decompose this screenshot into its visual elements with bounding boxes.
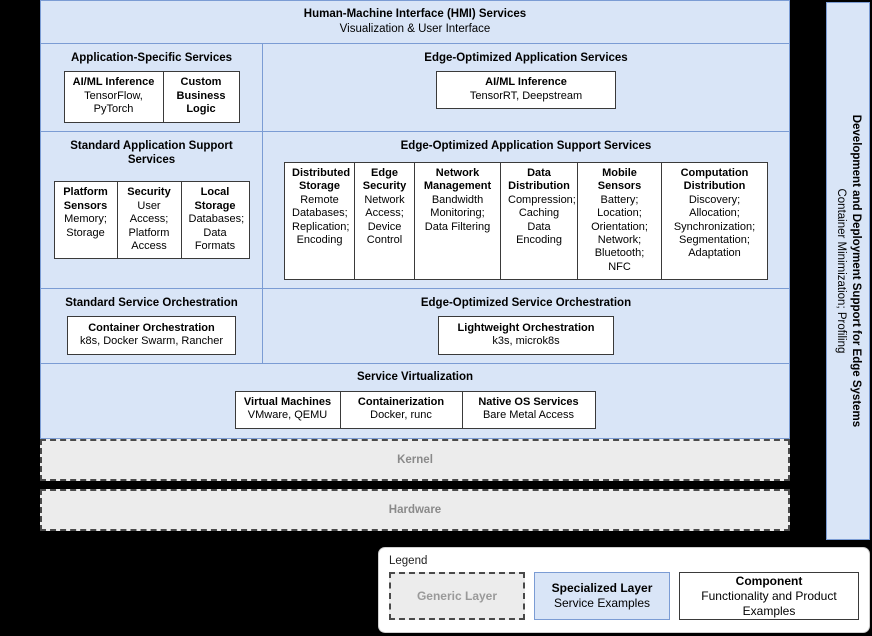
component-data-distribution: Data Distribution Compression; Caching D…	[500, 162, 577, 280]
service-virtualization-title: Service Virtualization	[356, 371, 474, 384]
component-name: Computation Distribution	[680, 166, 749, 193]
sidebar-subtitle: Container Minimization; Profiling	[835, 188, 848, 354]
component-mobile-sensors: Mobile Sensors Battery; Location; Orient…	[577, 162, 661, 280]
component-name: Distributed Storage	[292, 166, 351, 193]
component-desc: Bare Metal Access	[482, 409, 575, 422]
layer-kernel: Kernel	[40, 438, 790, 481]
column-edge-service-orchestration: Edge-Optimized Service Orchestration Lig…	[263, 289, 789, 363]
component-aiml-inference-standard: AI/ML Inference TensorFlow, PyTorch	[64, 72, 163, 122]
application-specific-services-title: Application-Specific Services	[70, 52, 233, 64]
component-platform-sensors: Platform Sensors Memory; Storage	[54, 182, 117, 259]
standard-application-support-title: Standard Application Support Services	[70, 139, 233, 166]
column-edge-optimized-application-services: Edge-Optimized Application Services AI/M…	[263, 44, 789, 131]
component-custom-business-logic: Custom Business Logic	[162, 72, 239, 122]
column-edge-application-support: Edge-Optimized Application Support Servi…	[263, 132, 789, 289]
legend-generic-name: Generic Layer	[416, 589, 498, 603]
layer-service-orchestration: Standard Service Orchestration Container…	[40, 289, 790, 365]
column-standard-application-support: Standard Application Support Services Pl…	[41, 131, 263, 289]
component-distributed-storage: Distributed Storage Remote Databases; Re…	[285, 162, 354, 280]
legend: Legend Generic Layer Specialized Layer S…	[378, 547, 870, 633]
component-desc: Bandwidth Monitoring; Data Filtering	[424, 193, 491, 233]
component-group-standard-support: Platform Sensors Memory; Storage Securit…	[53, 181, 250, 260]
component-computation-distribution: Computation Distribution Discovery; Allo…	[661, 162, 767, 280]
component-desc: VMware, QEMU	[247, 409, 328, 422]
component-group-application-specific: AI/ML Inference TensorFlow, PyTorch Cust…	[63, 71, 240, 123]
component-desc: Compression; Caching Data Encoding	[508, 193, 576, 246]
layer-application-services: Application-Specific Services AI/ML Infe…	[40, 44, 790, 132]
legend-item-component: Component Functionality and Product Exam…	[679, 572, 859, 620]
component-desc: Docker, runc	[370, 409, 432, 422]
column-application-specific-services: Application-Specific Services AI/ML Infe…	[41, 44, 263, 131]
component-local-storage: Local Storage Databases; Data Formats	[180, 182, 249, 259]
component-desc: Memory; Storage	[64, 213, 107, 239]
component-desc: k8s, Docker Swarm, Rancher	[79, 335, 224, 347]
component-aiml-inference-edge: AI/ML Inference TensorRT, Deepstream	[437, 72, 615, 109]
edge-orchestration-title: Edge-Optimized Service Orchestration	[420, 297, 632, 310]
component-desc: k3s, microk8s	[492, 335, 560, 347]
component-desc: Databases; Data Formats	[188, 213, 245, 252]
component-name: Container Orchestration	[88, 321, 215, 334]
component-name: Native OS Services	[478, 395, 579, 408]
component-desc: Battery; Location; Orientation; Network;…	[591, 193, 648, 273]
component-desc: Discovery; Allocation; Synchronization; …	[673, 193, 756, 260]
edge-application-support-title: Edge-Optimized Application Support Servi…	[400, 139, 652, 152]
component-containerization: Containerization Docker, runc	[339, 391, 462, 428]
component-name: Edge Security	[362, 166, 407, 193]
legend-items: Generic Layer Specialized Layer Service …	[389, 572, 859, 620]
component-desc: TensorRT, Deepstream	[469, 89, 583, 102]
legend-component-name: Component	[735, 573, 803, 588]
component-name: AI/ML Inference	[485, 76, 567, 89]
legend-item-generic-layer: Generic Layer	[389, 572, 525, 620]
component-name: Mobile Sensors	[597, 166, 642, 193]
sidebar-development-deployment-support: Development and Deployment Support for E…	[826, 2, 870, 540]
column-standard-service-orchestration: Standard Service Orchestration Container…	[41, 289, 263, 364]
component-name: Virtual Machines	[243, 395, 332, 408]
component-container-orchestration: Container Orchestration k8s, Docker Swar…	[66, 315, 237, 356]
component-group-virtualization: Virtual Machines VMware, QEMU Containeri…	[234, 390, 596, 429]
component-network-management: Network Management Bandwidth Monitoring;…	[414, 162, 500, 280]
component-desc: Remote Databases; Replication; Encoding	[292, 193, 350, 246]
component-name: Lightweight Orchestration	[457, 321, 595, 334]
sidebar-text-block: Development and Deployment Support for E…	[833, 115, 863, 427]
component-lightweight-orchestration: Lightweight Orchestration k3s, microk8s	[438, 315, 614, 356]
legend-specialized-name: Specialized Layer	[551, 581, 653, 595]
component-name: Local Storage	[194, 186, 236, 212]
component-desc: TensorFlow, PyTorch	[84, 89, 143, 116]
legend-item-specialized-layer: Specialized Layer Service Examples	[534, 572, 670, 620]
layer-service-virtualization: Service Virtualization Virtual Machines …	[40, 364, 790, 439]
component-name: Security	[127, 186, 171, 199]
layer-application-support-services: Standard Application Support Services Pl…	[40, 131, 790, 290]
component-native-os-services: Native OS Services Bare Metal Access	[461, 391, 595, 428]
component-edge-security: Edge Security Network Access; Device Con…	[354, 162, 414, 280]
component-name: Network Management	[423, 166, 492, 193]
architecture-stack: Human-Machine Interface (HMI) Services V…	[40, 0, 790, 531]
component-group-edge-support: Distributed Storage Remote Databases; Re…	[284, 161, 768, 281]
component-virtual-machines: Virtual Machines VMware, QEMU	[235, 391, 340, 428]
sidebar-title: Development and Deployment Support for E…	[849, 114, 862, 428]
hmi-title: Human-Machine Interface (HMI) Services	[303, 8, 527, 21]
standard-orchestration-title: Standard Service Orchestration	[65, 297, 238, 310]
component-name: Platform Sensors	[63, 186, 108, 212]
component-desc: User Access; Platform Access	[128, 199, 170, 252]
hmi-subtitle: Visualization & User Interface	[339, 22, 491, 35]
component-name: AI/ML Inference	[72, 76, 155, 89]
legend-title: Legend	[389, 555, 428, 567]
layer-hardware: Hardware	[40, 488, 790, 531]
component-security: Security User Access; Platform Access	[116, 182, 181, 259]
component-desc: Network Access; Device Control	[364, 193, 405, 246]
edge-application-services-title: Edge-Optimized Application Services	[424, 52, 628, 64]
component-name: Custom Business Logic	[176, 76, 226, 116]
component-name: Containerization	[357, 395, 445, 408]
component-name: Data Distribution	[508, 166, 570, 193]
legend-specialized-desc: Service Examples	[553, 596, 651, 610]
legend-component-desc: Functionality and Product Examples	[701, 588, 837, 618]
component-group-edge-application: AI/ML Inference TensorRT, Deepstream	[436, 71, 616, 110]
layer-hmi-services: Human-Machine Interface (HMI) Services V…	[40, 0, 790, 44]
